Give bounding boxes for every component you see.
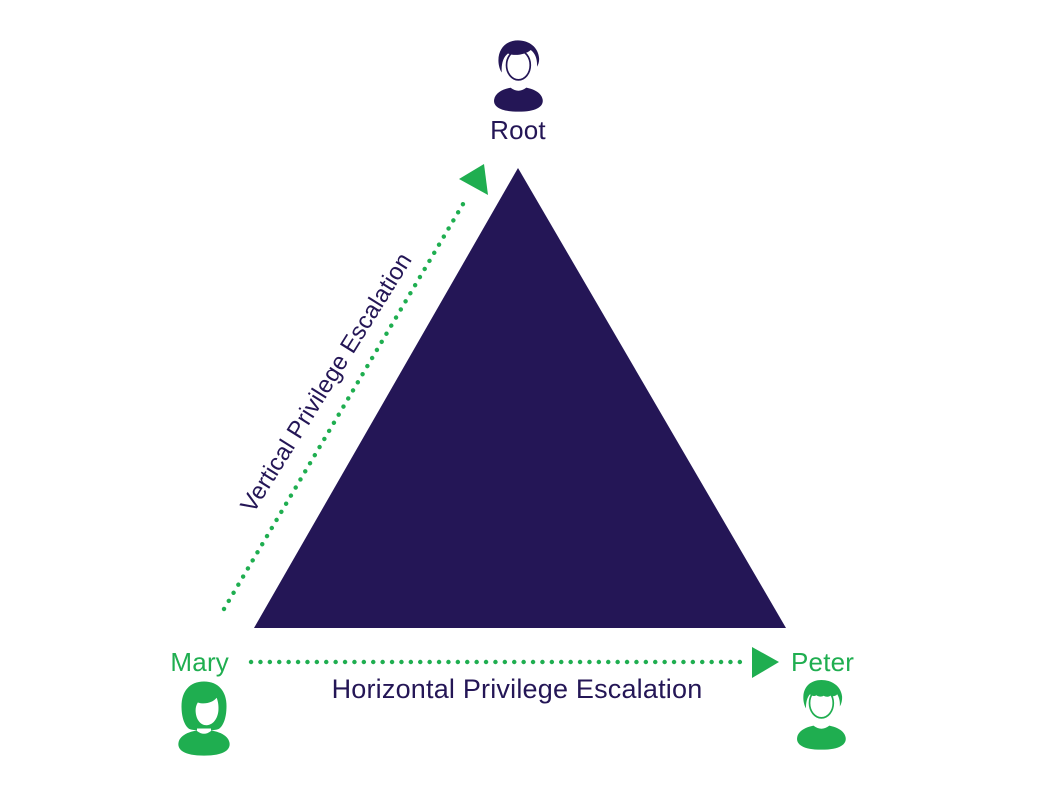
mary-user-icon <box>178 681 230 756</box>
horizontal-escalation-label: Horizontal Privilege Escalation <box>331 674 703 704</box>
mary-label: Mary <box>170 647 229 677</box>
root-label: Root <box>490 115 546 145</box>
vertical-arrowhead-icon <box>459 164 488 195</box>
root-user-icon <box>494 40 543 112</box>
privilege-pyramid-triangle <box>254 168 786 628</box>
horizontal-arrowhead-icon <box>752 647 779 678</box>
vertical-dotted-arrow-line <box>221 196 469 612</box>
peter-user-icon <box>797 680 846 750</box>
peter-label: Peter <box>791 647 855 677</box>
